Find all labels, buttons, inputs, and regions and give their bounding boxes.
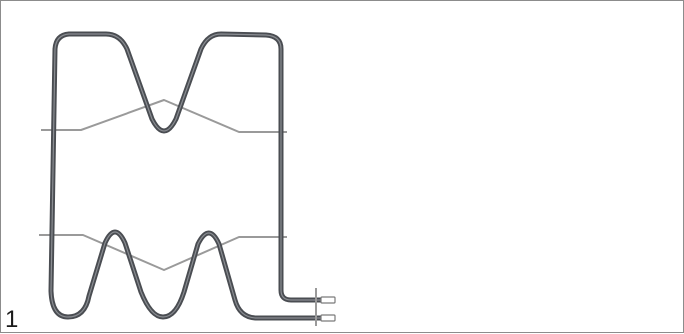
lower-support-bracket [39,234,287,271]
terminal-top [320,296,336,304]
heating-tube-highlight [50,33,322,319]
figure-number: 1 [5,306,19,333]
terminal-bottom [320,314,336,322]
upper-support-bracket [41,99,287,133]
